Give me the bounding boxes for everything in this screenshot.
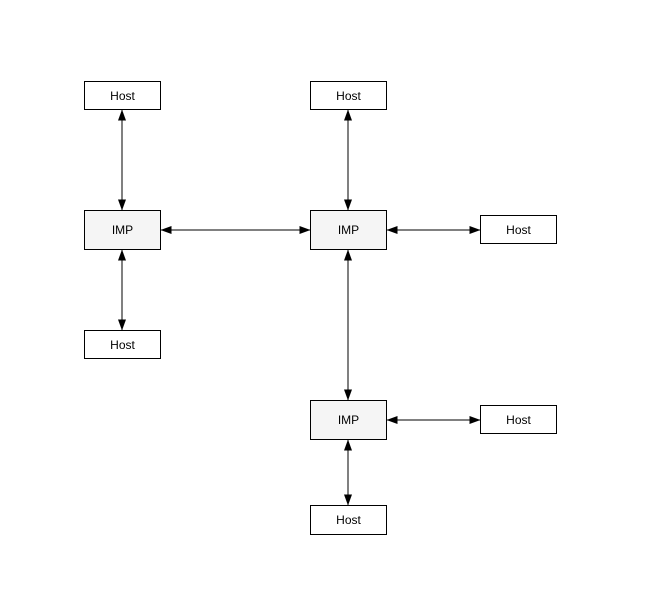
node-imp-left: IMP (84, 210, 161, 250)
node-label: Host (110, 88, 135, 103)
node-host-lower-right: Host (480, 405, 557, 434)
node-host-top-mid: Host (310, 81, 387, 110)
edge-group (118, 109, 481, 506)
node-label: IMP (111, 223, 134, 237)
node-host-bottom-left: Host (84, 330, 161, 359)
node-host-bottom-mid: Host (310, 505, 387, 535)
node-host-top-left: Host (84, 81, 161, 110)
node-label: Host (110, 337, 135, 352)
node-label: Host (506, 412, 531, 427)
node-label: Host (506, 222, 531, 237)
node-label: Host (336, 88, 361, 103)
node-imp-lower: IMP (310, 400, 387, 440)
node-label: IMP (337, 223, 360, 237)
node-imp-mid: IMP (310, 210, 387, 250)
node-host-right: Host (480, 215, 557, 244)
node-label: IMP (337, 413, 360, 427)
node-label: Host (336, 513, 361, 527)
